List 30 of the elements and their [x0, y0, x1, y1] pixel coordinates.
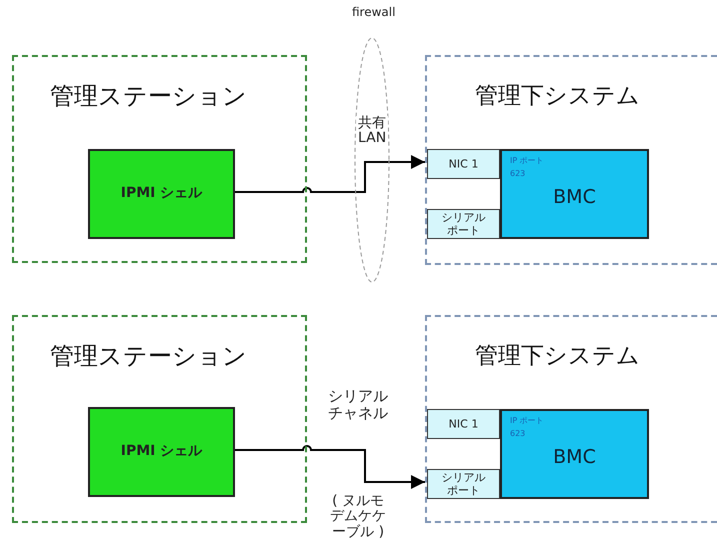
box-label: IPMI シェル — [120, 185, 204, 202]
group-frame — [425, 315, 717, 523]
group-title: 管理下システム — [475, 343, 640, 370]
port-label: NIC 1 — [448, 417, 480, 431]
port-box — [427, 469, 500, 499]
port-label: シリアルポート — [440, 470, 486, 498]
connector-arrow — [233, 445, 425, 489]
group-frame — [425, 55, 717, 265]
process-box — [88, 407, 235, 497]
group-title: 管理ステーション — [50, 343, 247, 371]
port-number-label: IP ポート 623 — [510, 415, 545, 440]
box-label: BMC — [552, 447, 597, 469]
port-label: シリアルポート — [440, 210, 486, 238]
controller-box — [500, 149, 649, 239]
port-label: NIC 1 — [448, 157, 480, 171]
group-title: 管理ステーション — [50, 83, 247, 111]
connector-arrow — [233, 155, 425, 193]
port-box — [427, 149, 500, 179]
process-box — [88, 149, 235, 239]
port-number-label: IP ポート 623 — [510, 155, 545, 180]
port-box — [427, 209, 500, 239]
firewall-label: firewall — [352, 6, 396, 20]
group-frame — [12, 315, 307, 523]
group-frame — [12, 55, 307, 263]
port-box — [427, 409, 500, 439]
cable-note: ( ヌルモデムケケーブル ) — [329, 494, 388, 540]
box-label: IPMI シェル — [120, 443, 204, 460]
box-label: BMC — [552, 187, 597, 209]
group-title: 管理下システム — [475, 83, 640, 110]
controller-box — [500, 409, 649, 499]
